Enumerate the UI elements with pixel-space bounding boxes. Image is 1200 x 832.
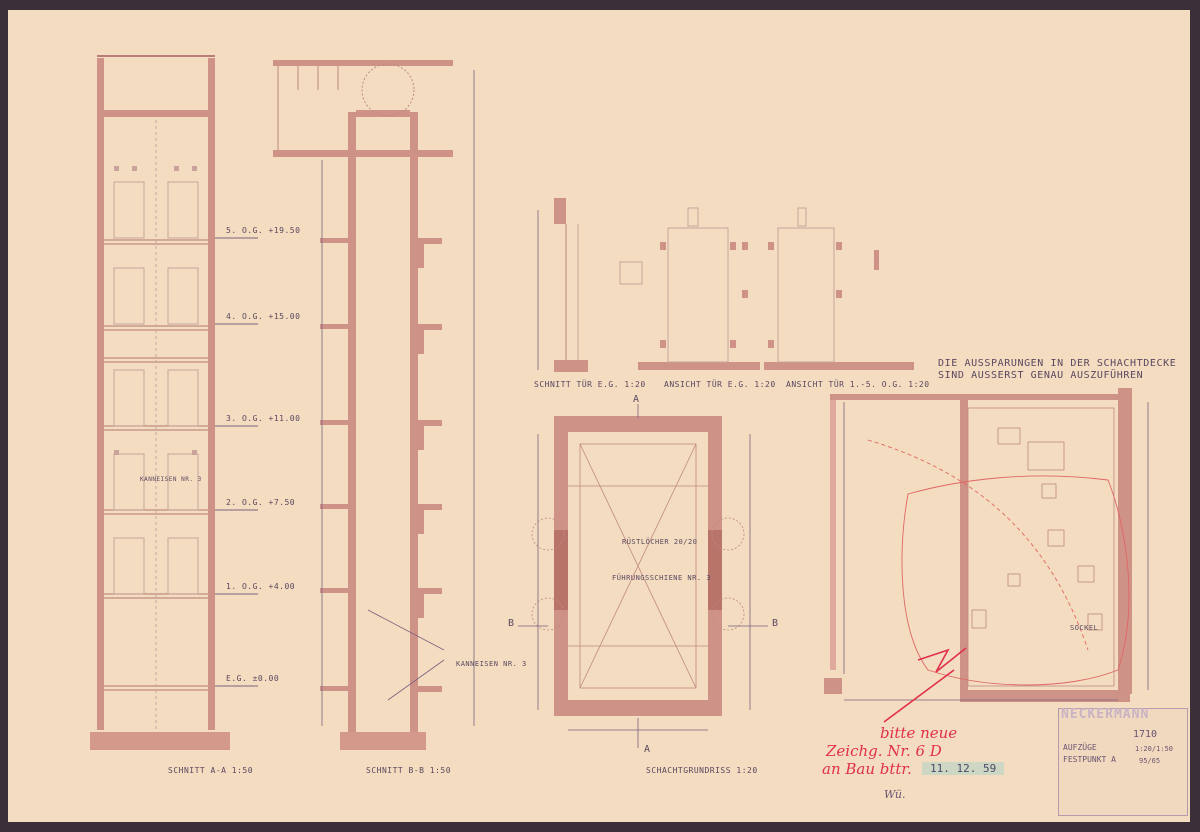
- level-4og: 4. O.G. +15.00: [226, 312, 301, 321]
- handwriting-line-3: an Bau bttr.: [822, 760, 912, 778]
- roof-plan: [824, 388, 1149, 702]
- section-a-top: A: [633, 394, 640, 405]
- note-line-2: SIND AUSSERST GENAU AUSZUFÜHREN: [938, 370, 1144, 381]
- handwriting-line-2: Zeichg. Nr. 6 D: [826, 742, 942, 760]
- date-stamp: 11. 12. 59: [922, 762, 1005, 775]
- level-2og: 2. O.G. +7.50: [226, 498, 296, 507]
- caption-door-section: SCHNITT TÜR E.G. 1:20: [534, 380, 646, 389]
- level-ticks: [215, 237, 258, 687]
- section-a-bottom: A: [644, 744, 651, 755]
- level-5og: 5. O.G. +19.50: [226, 226, 301, 235]
- level-1og: 1. O.G. +4.00: [226, 582, 296, 591]
- section-b-left: B: [508, 618, 515, 629]
- level-3og: 3. O.G. +11.00: [226, 414, 301, 423]
- caption-section-bb: SCHNITT B-B 1:50: [366, 766, 452, 775]
- level-eg: E.G. ±0.00: [226, 674, 280, 683]
- red-pen-marks: [883, 647, 967, 723]
- caption-door-view-og: ANSICHT TÜR 1.-5. O.G. 1:20: [786, 380, 930, 389]
- title-block: NECKERMANN 1710 AUFZÜGE FESTPUNKT A 1:20…: [1058, 707, 1188, 816]
- initials: Wü.: [884, 788, 906, 801]
- kanneisen-b-label: KANNEISEN NR. 3: [456, 660, 527, 668]
- note-line-1: DIE AUSSPARUNGEN IN DER SCHACHTDECKE: [938, 358, 1177, 369]
- shaft-roof: [97, 110, 215, 117]
- kanneisen-label: KANNEISEN NR. 3: [140, 476, 202, 483]
- execution-note: DIE AUSSPARUNGEN IN DER SCHACHTDECKE SIN…: [938, 358, 1176, 382]
- blueprint-sheet: 5. O.G. +19.50 4. O.G. +15.00 3. O.G. +1…: [8, 10, 1190, 822]
- door-view-eg: [619, 207, 760, 370]
- drawing: [90, 55, 1149, 750]
- sheet-label: 95/65: [1139, 757, 1161, 765]
- section-aa: [90, 55, 230, 750]
- foundation: [90, 732, 230, 750]
- drawing-number: 1710: [1133, 729, 1158, 740]
- wall-left: [97, 58, 104, 730]
- door-section: [537, 198, 588, 372]
- caption-section-aa: SCHNITT A-A 1:50: [168, 766, 254, 775]
- door-view-og: [764, 207, 914, 370]
- section-bb: [273, 60, 475, 750]
- caption-shaft-plan: SCHACHTGRUNDRISS 1:20: [646, 766, 758, 775]
- handwriting-line-1: bitte neue: [880, 724, 958, 742]
- fuehrungsschiene-label: FÜHRUNGSSCHIENE NR. 3: [612, 574, 712, 582]
- rustlocher-label: RÜSTLÖCHER 20/20: [622, 538, 698, 546]
- scale-label: 1:20/1:50: [1135, 745, 1173, 753]
- wall-right: [208, 58, 215, 730]
- caption-door-view-eg: ANSICHT TÜR E.G. 1:20: [664, 380, 776, 389]
- subject-label-2: FESTPUNKT A: [1063, 755, 1116, 764]
- company-stamp: NECKERMANN: [1061, 707, 1150, 722]
- shaft-plan: [518, 404, 768, 748]
- subject-label: AUFZÜGE: [1063, 743, 1097, 752]
- sockel-label: SOCKEL: [1070, 624, 1099, 632]
- section-b-right: B: [772, 618, 779, 629]
